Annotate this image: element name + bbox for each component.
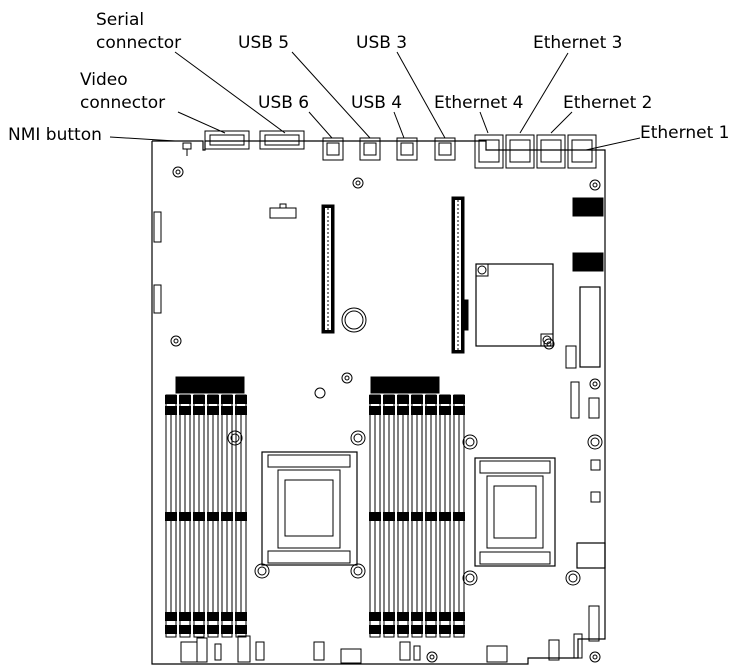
ethernet1-port <box>567 134 597 169</box>
ethernet4-port <box>474 134 504 169</box>
serial-connector <box>259 130 305 150</box>
dimm-slot-center-6 <box>439 394 451 638</box>
video-connector <box>204 130 250 150</box>
usb4-port <box>396 137 418 161</box>
mounting-holes <box>170 166 603 663</box>
small-header <box>269 203 297 219</box>
cpu-socket-1 <box>261 451 358 566</box>
label-ethernet1: Ethernet 1 <box>640 123 730 143</box>
battery <box>314 307 367 399</box>
dimm-slot-center-2 <box>383 394 395 638</box>
dimm-slot-center-3 <box>397 394 409 638</box>
dimm-slot-left-4 <box>207 394 219 638</box>
left-side-headers <box>153 211 162 314</box>
label-usb3: USB 3 <box>356 33 408 53</box>
ethernet2-port <box>536 134 566 169</box>
usb5-port <box>359 137 381 161</box>
usb6-port <box>322 137 344 161</box>
label-usb5: USB 5 <box>238 33 290 53</box>
dimm-header-left <box>175 376 245 394</box>
label-serial-line2: connector <box>96 33 182 53</box>
dimm-slot-left-3 <box>193 394 205 638</box>
label-ethernet4: Ethernet 4 <box>434 93 524 113</box>
dimm-slot-left-2 <box>179 394 191 638</box>
rear-connectors <box>182 130 597 169</box>
usb3-port <box>434 137 456 161</box>
label-serial-line1: Serial <box>96 10 145 30</box>
dimm-slot-left-6 <box>235 394 247 638</box>
dimm-header-center <box>370 376 440 394</box>
label-video-line1: Video <box>80 70 128 90</box>
ethernet3-port <box>505 134 535 169</box>
dimm-slot-center-5 <box>425 394 437 638</box>
label-nmi-button: NMI button <box>8 125 102 145</box>
right-side-connectors <box>565 197 606 659</box>
dimm-slot-center-1 <box>369 394 381 638</box>
dimm-slot-left-1 <box>165 394 177 638</box>
dimm-slot-center-4 <box>411 394 423 638</box>
cpu-socket-2 <box>474 457 556 567</box>
riser-slot-1 <box>321 204 335 334</box>
leader-lines <box>109 51 641 151</box>
label-usb6: USB 6 <box>258 93 310 113</box>
heatsink <box>475 263 554 347</box>
dimm-slot-left-5 <box>221 394 233 638</box>
riser-slot-2 <box>451 196 469 354</box>
label-video-line2: connector <box>80 93 166 113</box>
label-ethernet3: Ethernet 3 <box>533 33 623 53</box>
label-ethernet2: Ethernet 2 <box>563 93 653 113</box>
label-usb4: USB 4 <box>351 93 403 113</box>
board-outline <box>151 140 606 665</box>
dimm-slot-center-7 <box>453 394 465 638</box>
bottom-headers <box>180 635 560 664</box>
